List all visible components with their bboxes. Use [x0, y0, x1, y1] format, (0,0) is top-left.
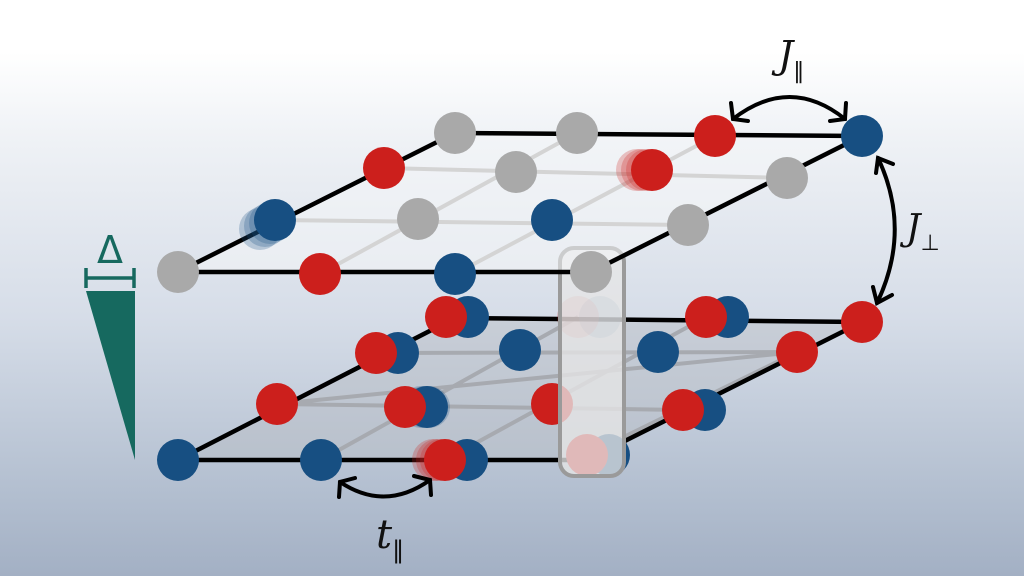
spin-down-icon: [637, 331, 679, 373]
spin-up-icon: [631, 149, 673, 191]
spin-down-icon: [300, 439, 342, 481]
hole-icon: [157, 251, 199, 293]
spin-down-icon: [499, 329, 541, 371]
spin-up-icon: [256, 383, 298, 425]
delta-range-bar: [84, 268, 136, 288]
t-parallel-label: t‖: [376, 512, 404, 564]
spin-down-icon: [841, 115, 883, 157]
j-perp-label: J⊥: [899, 208, 940, 256]
j-parallel-label: J‖: [771, 33, 804, 84]
spin-up-icon: [685, 296, 727, 338]
delta-gradient-indicator: Δ: [84, 228, 136, 460]
spin-up-icon: [694, 115, 736, 157]
delta-wedge: [86, 291, 135, 460]
top-edge-bonds: [176, 130, 864, 275]
hole-icon: [570, 251, 612, 293]
spin-up-icon: [425, 296, 467, 338]
hole-icon: [434, 112, 476, 154]
top-inner-bonds: [274, 131, 788, 276]
hole-icon: [556, 112, 598, 154]
spin-up-icon: [424, 439, 466, 481]
spin-up-icon: [841, 301, 883, 343]
delta-label: Δ: [97, 228, 123, 272]
spin-down-icon: [254, 199, 296, 241]
spin-up-icon: [355, 332, 397, 374]
t-parallel-arrow: [337, 474, 433, 499]
spin-up-icon: [662, 389, 704, 431]
spin-down-icon: [157, 439, 199, 481]
spin-up-icon: [299, 253, 341, 295]
hole-icon: [397, 198, 439, 240]
spin-up-icon: [384, 386, 426, 428]
top-sites: [157, 112, 883, 295]
spin-down-icon: [434, 253, 476, 295]
spin-up-icon: [776, 331, 818, 373]
j-perp-arrow: [871, 155, 897, 306]
hole-icon: [495, 151, 537, 193]
top-layer: [157, 112, 883, 295]
spin-up-icon: [363, 147, 405, 189]
hole-icon: [667, 204, 709, 246]
spin-down-icon: [531, 199, 573, 241]
j-parallel-arrow: [729, 95, 848, 123]
hole-icon: [766, 157, 808, 199]
bottom-layer: [157, 296, 883, 481]
top-layer-plane: [178, 133, 862, 272]
